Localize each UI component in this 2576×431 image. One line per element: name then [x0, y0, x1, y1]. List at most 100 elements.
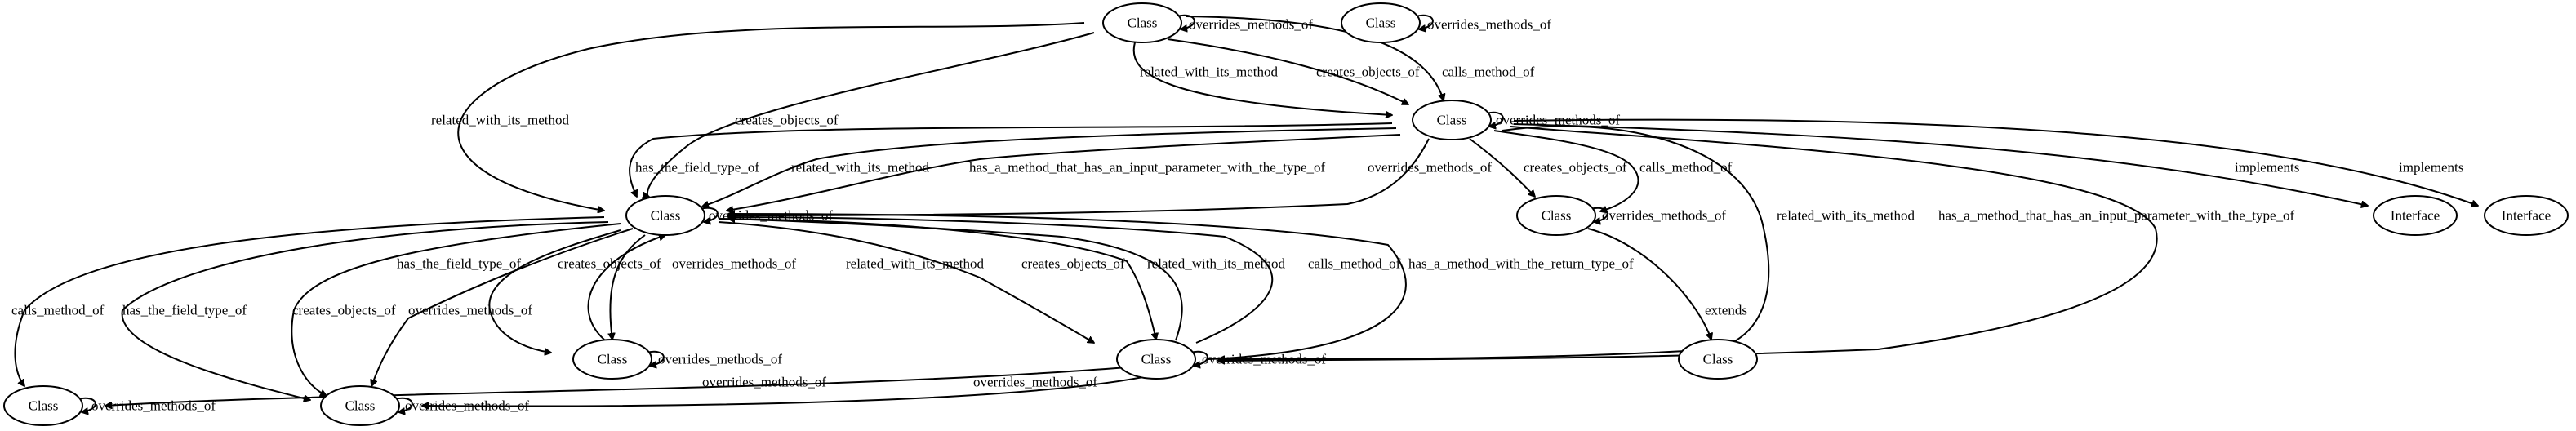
edge-label: has_the_field_type_of — [635, 160, 759, 176]
edge-label: has_a_method_that_has_an_input_parameter… — [969, 160, 1326, 176]
edge-line — [1176, 14, 1195, 29]
edge-label: overrides_methods_of — [658, 352, 782, 367]
edge-line — [77, 397, 96, 412]
edge-line — [629, 122, 1393, 197]
edge-n1-to-n1 — [1176, 14, 1195, 29]
edge-n9-to-n4 — [728, 214, 1407, 360]
edge-line — [718, 218, 1156, 340]
node-n6: Interface — [2373, 195, 2458, 236]
edge-n4-to-n11 — [14, 216, 605, 386]
edges-layer — [14, 14, 2478, 412]
edge-n5-to-n5 — [1590, 207, 1608, 222]
node-n7: Interface — [2484, 195, 2569, 236]
edge-line — [1167, 38, 1408, 105]
edge-label: extends — [1705, 303, 1747, 318]
edge-n1-to-n3 — [1167, 38, 1408, 105]
edge-label: implements — [2235, 160, 2299, 176]
edge-n9-to-n4 — [728, 217, 1274, 344]
edge-n9-to-n4 — [728, 219, 1183, 341]
edge-line — [121, 221, 609, 400]
edge-label: related_with_its_method — [846, 256, 985, 272]
edge-line — [718, 221, 1094, 343]
edge-line — [1587, 228, 1711, 340]
edge-line — [646, 350, 665, 366]
edge-label: creates_objects_of — [1316, 64, 1420, 80]
edge-n3-to-n6 — [1513, 123, 2368, 206]
edge-n1-to-n4 — [647, 32, 1095, 197]
node-label: Class — [1366, 16, 1396, 31]
edge-line — [1513, 123, 2368, 206]
edge-label: implements — [2399, 160, 2463, 176]
edge-label: has_the_field_type_of — [122, 303, 247, 318]
edge-line — [1485, 111, 1504, 127]
edge-label: creates_objects_of — [735, 113, 839, 128]
node-label: Class — [345, 398, 376, 414]
edge-label: calls_method_of — [1639, 160, 1733, 176]
edge-label: overrides_methods_of — [1189, 17, 1313, 33]
node-shape — [320, 385, 400, 426]
edge-label: has_the_field_type_of — [397, 256, 521, 272]
edge-label: overrides_methods_of — [1602, 208, 1726, 224]
edge-label: overrides_methods_of — [672, 256, 796, 272]
edge-label: calls_method_of — [1442, 64, 1535, 80]
node-label: Class — [651, 208, 681, 224]
edge-line — [1493, 130, 1639, 211]
edge-line — [488, 229, 621, 353]
node-shape — [572, 339, 652, 380]
edge-line — [394, 397, 413, 412]
edge-n3-to-n3 — [1485, 111, 1504, 127]
edge-n2-to-n2 — [1415, 14, 1434, 29]
edge-line — [105, 367, 1128, 406]
node-label: Class — [598, 352, 628, 367]
edge-line — [587, 235, 665, 340]
edge-n4-to-n12 — [121, 221, 609, 400]
edge-label: overrides_methods_of — [1202, 352, 1326, 367]
edge-line — [14, 216, 605, 386]
edge-n3-to-n4 — [727, 134, 1401, 211]
edge-label: overrides_methods_of — [1368, 160, 1492, 176]
node-label: Interface — [2502, 208, 2551, 224]
edge-n8-to-n4 — [587, 235, 665, 340]
edge-label: creates_objects_of — [558, 256, 661, 272]
node-shape — [1412, 100, 1492, 140]
node-shape — [1102, 2, 1182, 43]
node-n8: Class — [572, 339, 652, 380]
edge-label: overrides_methods_of — [405, 398, 529, 414]
edge-n5-to-n10 — [1587, 228, 1711, 340]
edge-n1-to-n4 — [457, 22, 1085, 211]
edge-line — [1415, 14, 1434, 29]
node-n2: Class — [1341, 2, 1421, 43]
node-shape — [1341, 2, 1421, 43]
edge-n9-to-n11 — [105, 367, 1128, 406]
edge-line — [1132, 42, 1392, 115]
node-shape — [625, 195, 705, 236]
edge-label: has_a_method_that_has_an_input_parameter… — [1938, 208, 2295, 224]
edge-n11-to-n11 — [77, 397, 96, 412]
edge-n12-to-n12 — [394, 397, 413, 412]
edge-n4-to-n12 — [371, 228, 634, 386]
edge-label: overrides_methods_of — [1427, 17, 1551, 33]
edge-n3-to-n5 — [1493, 130, 1639, 211]
edge-line — [610, 234, 646, 340]
edge-label: related_with_its_method — [1140, 64, 1279, 80]
edge-line — [371, 228, 634, 386]
edge-n3-to-n4 — [728, 138, 1430, 216]
edge-line — [291, 223, 621, 397]
edge-label: creates_objects_of — [292, 303, 396, 318]
edge-n8-to-n8 — [646, 350, 665, 366]
edge-label: overrides_methods_of — [91, 398, 216, 414]
edge-line — [1469, 138, 1535, 197]
node-n4: Class — [625, 195, 705, 236]
edge-label: creates_objects_of — [1524, 160, 1627, 176]
node-n5: Class — [1516, 195, 1596, 236]
edge-n4-to-n4 — [699, 207, 719, 222]
edge-label: related_with_its_method — [791, 160, 930, 176]
node-label: Class — [1437, 113, 1467, 128]
edge-n9-to-n12 — [422, 376, 1144, 407]
node-n3: Class — [1412, 100, 1492, 140]
edge-line — [699, 207, 719, 222]
edge-n3-to-n9 — [1218, 126, 2158, 361]
node-n1: Class — [1102, 2, 1182, 43]
edge-line — [727, 134, 1401, 211]
